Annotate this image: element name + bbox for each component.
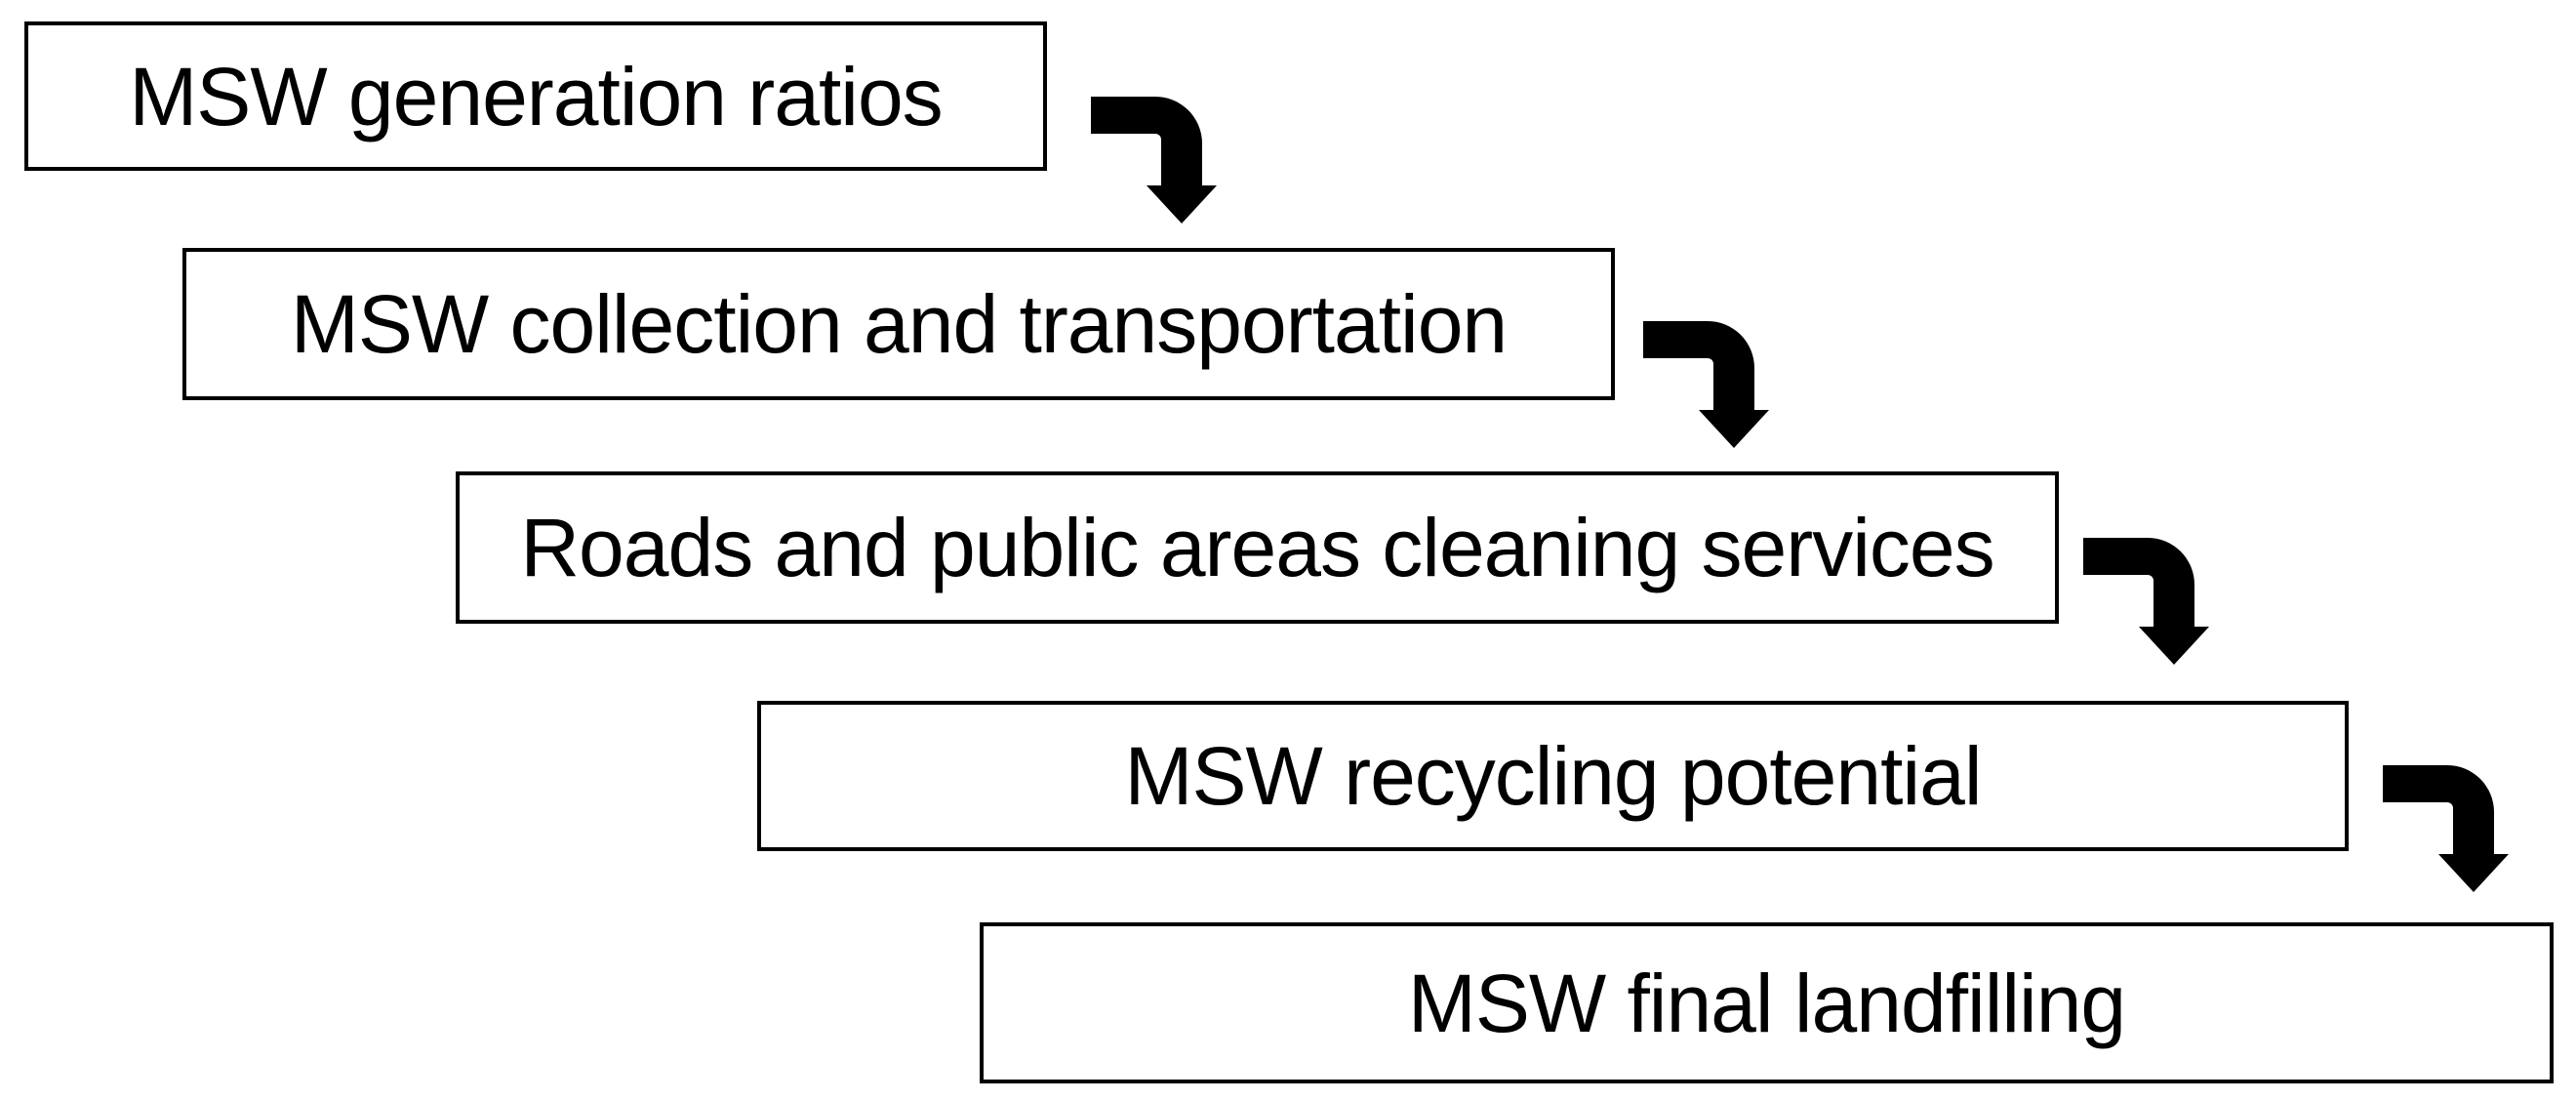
step-label: MSW recycling potential <box>1124 730 1983 822</box>
flow-step-msw-collection-and-transportation: MSW collection and transportation <box>182 248 1615 400</box>
flow-step-msw-recycling-potential: MSW recycling potential <box>757 701 2349 851</box>
bent-down-arrow-icon <box>2083 538 2209 665</box>
step-label: MSW collection and transportation <box>290 278 1508 370</box>
step-label: Roads and public areas cleaning services <box>520 502 1994 593</box>
flow-step-msw-generation-ratios: MSW generation ratios <box>24 21 1047 171</box>
flow-step-roads-and-public-areas-cleaning: Roads and public areas cleaning services <box>456 471 2059 624</box>
bent-down-arrow-icon <box>1091 97 1217 224</box>
flow-step-msw-final-landfilling: MSW final landfilling <box>980 922 2554 1083</box>
step-label: MSW final landfilling <box>1407 957 2126 1049</box>
bent-down-arrow-icon <box>2383 765 2509 892</box>
bent-down-arrow-icon <box>1643 321 1769 448</box>
step-label: MSW generation ratios <box>129 50 943 143</box>
